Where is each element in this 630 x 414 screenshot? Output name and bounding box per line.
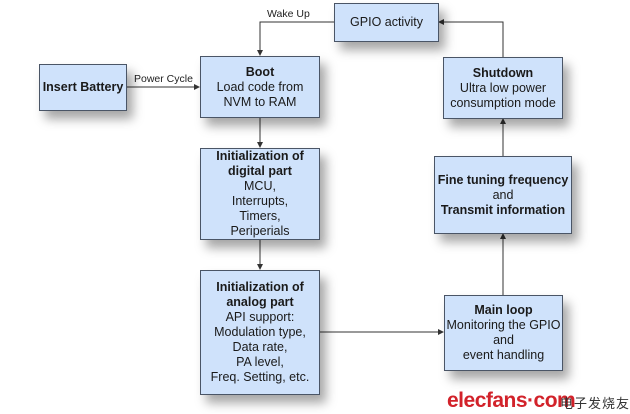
main-loop-line: Monitoring the GPIO <box>446 318 561 332</box>
analog-line: Data rate, <box>232 340 288 354</box>
analog-line: Freq. Setting, etc. <box>210 370 310 384</box>
boot-title: Boot <box>245 64 275 79</box>
shutdown-title: Shutdown <box>472 65 534 80</box>
boot-line: Load code from <box>216 79 304 94</box>
digital-line: Interrupts, <box>231 194 289 208</box>
boot-box: Boot Load code from NVM to RAM <box>200 56 320 118</box>
boot-line: NVM to RAM <box>223 94 297 109</box>
main-loop-title: Main loop <box>474 303 533 317</box>
fine-tuning-box: Fine tuning frequency and Transmit infor… <box>434 156 572 234</box>
main-loop-line: event handling <box>462 348 545 362</box>
digital-line: Timers, <box>239 209 281 223</box>
transmit-title: Transmit information <box>440 202 566 217</box>
edge-shutdown-gpio <box>438 19 504 57</box>
digital-title: digital part <box>228 164 292 178</box>
fine-tuning-title: Fine tuning frequency <box>437 172 569 187</box>
fine-tuning-and: and <box>492 187 514 202</box>
edge-gpio-boot <box>257 21 334 56</box>
watermark-cn: 电子发烧友 <box>560 397 630 412</box>
analog-line: PA level, <box>236 355 284 369</box>
gpio-activity-box: GPIO activity <box>334 3 439 42</box>
analog-line: API support: <box>225 310 295 324</box>
shutdown-line: consumption mode <box>450 95 556 110</box>
digital-line: MCU, <box>244 179 276 193</box>
main-loop-line: and <box>493 333 514 347</box>
insert-battery-title: Insert Battery <box>42 80 124 94</box>
analog-line: Modulation type, <box>214 325 306 339</box>
insert-battery-box: Insert Battery <box>39 64 127 111</box>
shutdown-box: Shutdown Ultra low power consumption mod… <box>443 57 563 119</box>
digital-init-box: Initialization of digital part MCU, Inte… <box>200 148 320 240</box>
digital-title: Initialization of <box>216 149 304 163</box>
shutdown-line: Ultra low power <box>459 80 547 95</box>
watermark-logo: elecfans·com <box>447 389 576 412</box>
main-loop-box: Main loop Monitoring the GPIO and event … <box>444 295 563 371</box>
wake-up-label: Wake Up <box>267 8 310 20</box>
digital-line: Periperials <box>230 224 290 238</box>
analog-title: analog part <box>226 295 294 309</box>
gpio-title: GPIO activity <box>350 15 423 29</box>
power-cycle-label: Power Cycle <box>134 73 193 85</box>
analog-init-box: Initialization of analog part API suppor… <box>200 270 320 395</box>
analog-title: Initialization of <box>216 280 304 294</box>
